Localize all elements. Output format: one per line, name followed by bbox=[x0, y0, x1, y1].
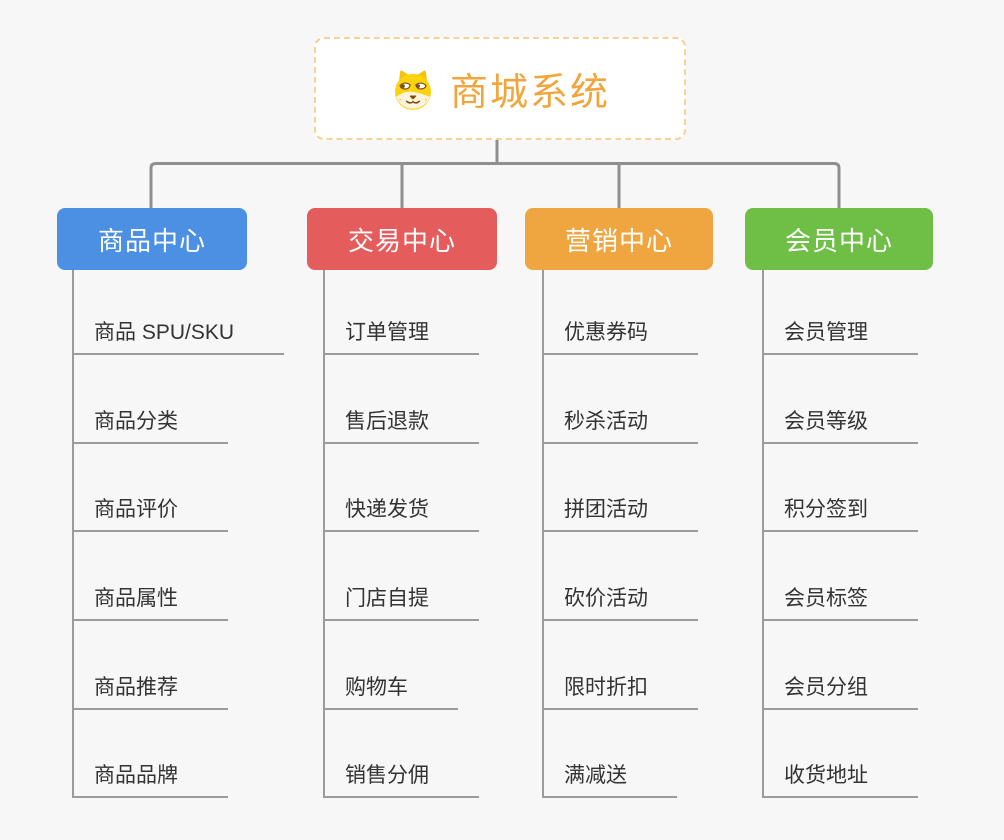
first-last-drop-line bbox=[149, 162, 841, 208]
leaf-node[interactable]: 拼团活动 bbox=[542, 496, 698, 532]
leaf-node[interactable]: 砍价活动 bbox=[542, 585, 698, 621]
leaf-node[interactable]: 优惠券码 bbox=[542, 319, 698, 355]
branch-trunk-line bbox=[762, 270, 764, 798]
branch-node-product-center[interactable]: 商品中心 bbox=[57, 208, 247, 270]
branch-node-member-center[interactable]: 会员中心 bbox=[745, 208, 933, 270]
leaf-node[interactable]: 订单管理 bbox=[323, 319, 479, 355]
root-node[interactable]: 商城系统 bbox=[314, 37, 686, 140]
leaf-node[interactable]: 销售分佣 bbox=[323, 762, 479, 798]
leaf-node[interactable]: 门店自提 bbox=[323, 585, 479, 621]
root-title: 商城系统 bbox=[449, 72, 610, 114]
leaf-node[interactable]: 快递发货 bbox=[323, 496, 479, 532]
branch-trunk-line bbox=[323, 270, 325, 798]
leaf-node[interactable]: 限时折扣 bbox=[542, 674, 698, 710]
leaf-node[interactable]: 秒杀活动 bbox=[542, 408, 698, 444]
leaf-node[interactable]: 会员等级 bbox=[762, 408, 918, 444]
branch-trunk-line bbox=[542, 270, 544, 798]
leaf-node[interactable]: 满减送 bbox=[542, 762, 677, 798]
leaf-node[interactable]: 商品推荐 bbox=[72, 674, 228, 710]
shiba-dog-face-icon bbox=[390, 66, 436, 112]
leaf-node[interactable]: 购物车 bbox=[323, 674, 458, 710]
branch-trunk-line bbox=[72, 270, 74, 798]
leaf-node[interactable]: 会员分组 bbox=[762, 674, 918, 710]
leaf-node[interactable]: 商品属性 bbox=[72, 585, 228, 621]
leaf-node[interactable]: 会员管理 bbox=[762, 319, 918, 355]
branch-node-marketing-center[interactable]: 营销中心 bbox=[525, 208, 713, 270]
leaf-node[interactable]: 积分签到 bbox=[762, 496, 918, 532]
leaf-node[interactable]: 收货地址 bbox=[762, 762, 918, 798]
leaf-node[interactable]: 商品评价 bbox=[72, 496, 228, 532]
leaf-node[interactable]: 商品分类 bbox=[72, 408, 228, 444]
leaf-node[interactable]: 商品品牌 bbox=[72, 762, 228, 798]
leaf-node[interactable]: 商品 SPU/SKU bbox=[72, 319, 285, 355]
leaf-node[interactable]: 会员标签 bbox=[762, 585, 918, 621]
branch-node-trade-center[interactable]: 交易中心 bbox=[307, 208, 497, 270]
leaf-node[interactable]: 售后退款 bbox=[323, 408, 479, 444]
